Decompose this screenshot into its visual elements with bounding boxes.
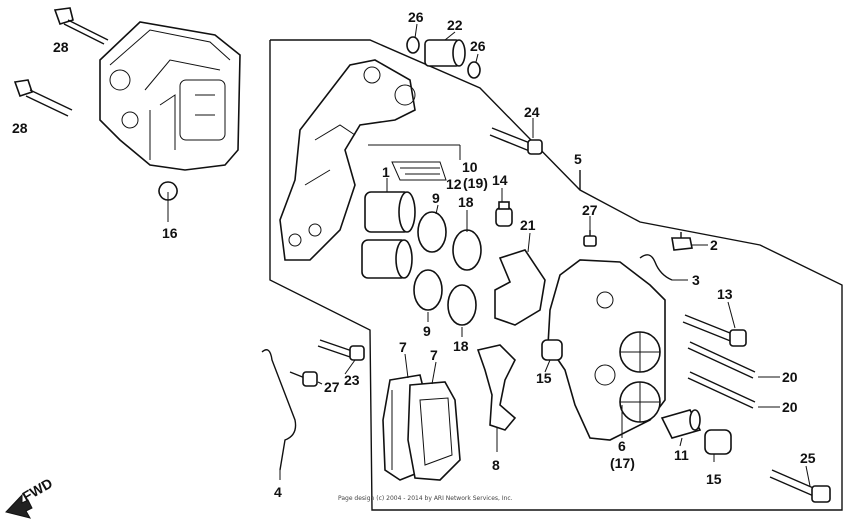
clip-3 (639, 254, 673, 281)
fwd-arrow: FWD (5, 475, 56, 519)
pad-spring-10 (391, 161, 447, 181)
label-28-lower: 28 (12, 120, 28, 136)
caliper-bracket (279, 59, 416, 261)
label-10: 10 (462, 159, 478, 175)
screw-27-upper (583, 230, 597, 247)
copyright-notice: Page design (c) 2004 - 2014 by ARI Netwo… (338, 495, 513, 502)
label-27-lower: 27 (324, 379, 340, 395)
label-3: 3 (692, 272, 700, 288)
label-18-upper: 18 (458, 194, 474, 210)
label-12: 12 (446, 176, 462, 192)
screw-27-lower (289, 371, 318, 387)
callout-labels: 28 28 16 26 22 26 24 5 10 12 (19) 14 1 9… (12, 9, 816, 500)
bleeder-14 (495, 201, 513, 227)
pin-20-upper (687, 341, 756, 379)
caliper-body-6 (547, 259, 666, 441)
label-19: (19) (463, 175, 488, 191)
boot-15-lower (704, 429, 732, 455)
label-9-upper: 9 (432, 190, 440, 206)
fwd-label: FWD (20, 475, 56, 505)
seal-9-lower (413, 269, 443, 311)
seal-18-lower (447, 284, 477, 326)
label-20-lower: 20 (782, 399, 798, 415)
label-15-lower: 15 (706, 471, 722, 487)
piston-1-upper (364, 191, 416, 233)
label-18-lower: 18 (453, 338, 469, 354)
label-4: 4 (274, 484, 282, 500)
label-22: 22 (447, 17, 463, 33)
label-7-left: 7 (399, 339, 407, 355)
label-2: 2 (710, 237, 718, 253)
label-16: 16 (162, 225, 178, 241)
label-20-upper: 20 (782, 369, 798, 385)
label-24: 24 (524, 104, 540, 120)
label-7-right: 7 (430, 347, 438, 363)
bolt-28-upper (53, 7, 109, 45)
bolt-25 (769, 469, 831, 503)
label-9-lower: 9 (423, 323, 431, 339)
shim-21 (494, 249, 546, 326)
assembly-boundary (269, 39, 843, 511)
pin-20-lower (687, 371, 756, 409)
label-15-upper: 15 (536, 370, 552, 386)
seal-18-upper (452, 229, 482, 271)
bolt-23 (317, 339, 365, 361)
label-21: 21 (520, 217, 536, 233)
label-13: 13 (717, 286, 733, 302)
spring-4 (261, 349, 297, 471)
label-14: 14 (492, 172, 508, 188)
bolt-28-lower (13, 79, 73, 117)
label-11: 11 (674, 447, 689, 463)
pin-2 (671, 232, 693, 251)
boot-15-upper (541, 339, 563, 361)
bolt-24 (489, 127, 543, 155)
label-17: (17) (610, 455, 635, 471)
label-23: 23 (344, 372, 360, 388)
piston-1-lower (361, 239, 413, 279)
label-5: 5 (574, 151, 582, 167)
pad-spring-8 (476, 344, 517, 431)
label-28-upper: 28 (53, 39, 69, 55)
seal-9-upper (417, 211, 447, 253)
sleeve-22 (406, 36, 481, 79)
caliper-assembly-complete (99, 21, 241, 201)
label-26-right: 26 (470, 38, 486, 54)
label-8: 8 (492, 457, 500, 473)
label-26-left: 26 (408, 9, 424, 25)
label-1: 1 (382, 164, 390, 180)
bolt-13 (682, 314, 747, 347)
brake-pad-7-rear (407, 381, 461, 481)
label-25: 25 (800, 450, 816, 466)
label-6: 6 (618, 438, 626, 454)
label-27-upper: 27 (582, 202, 598, 218)
leader-lines (167, 23, 811, 487)
sleeve-11 (660, 409, 702, 439)
